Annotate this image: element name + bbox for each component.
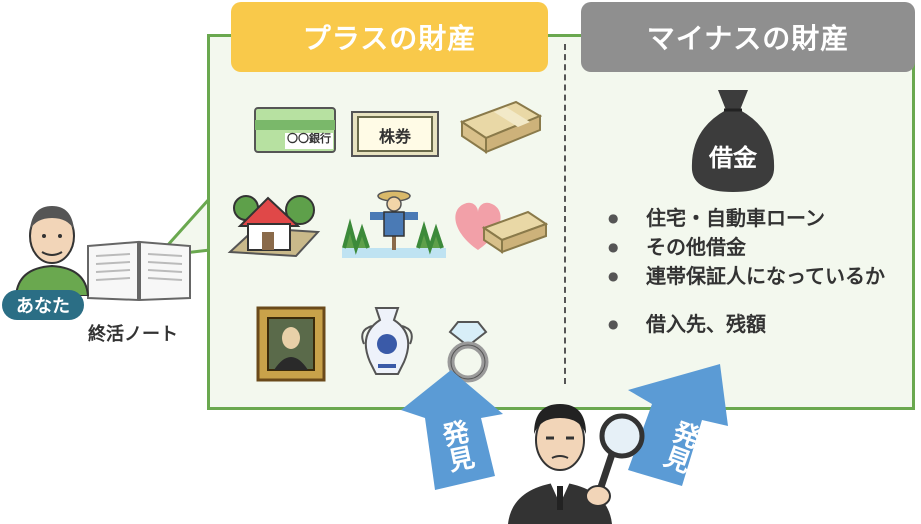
debt-bag-label: 借金 — [709, 144, 757, 172]
list-item: その他借金 — [608, 234, 908, 260]
vase-icon — [361, 307, 413, 375]
house-icon — [227, 195, 321, 258]
discover-arrow-left — [401, 370, 503, 490]
debt-bag-icon — [691, 90, 775, 192]
painting-icon — [256, 306, 326, 382]
elderly-person-icon — [14, 206, 90, 296]
you-label: あなた — [2, 290, 84, 320]
bankbook-icon — [254, 107, 336, 153]
stock-certificate-icon — [351, 111, 439, 157]
stock-label: 株券 — [378, 127, 411, 146]
list-item: 住宅・自動車ローン — [608, 205, 908, 231]
list-item: 借入先、残額 — [608, 311, 908, 337]
debt-checklist: 住宅・自動車ローン その他借金 連帯保証人になっているか 借入先、残額 — [608, 205, 908, 340]
farmland-icon — [342, 190, 446, 258]
center-divider — [564, 44, 566, 384]
heart-money-icon — [455, 202, 548, 254]
ending-note-label: 終活ノート — [88, 324, 178, 345]
bankbook-label: 〇〇銀行 — [287, 132, 331, 145]
cash-bundle-icon — [459, 100, 542, 154]
discover-arrow-right — [628, 364, 728, 486]
plus-assets-tab: プラスの財産 — [231, 2, 548, 72]
notebook-icon — [87, 240, 191, 302]
ring-icon — [447, 321, 489, 383]
list-item: 連帯保証人になっているか — [608, 263, 908, 289]
investigator-icon — [508, 404, 645, 524]
minus-assets-tab: マイナスの財産 — [581, 2, 915, 72]
